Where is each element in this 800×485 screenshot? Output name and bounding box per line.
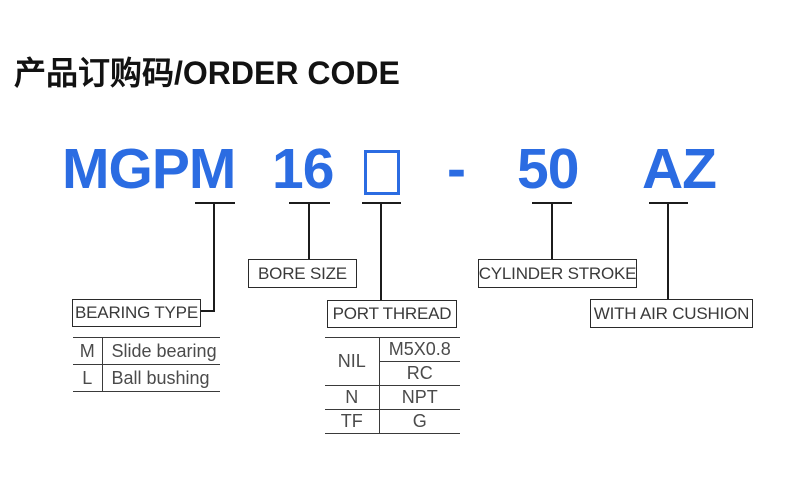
- callout-bore-size: BORE SIZE: [248, 259, 357, 288]
- tick-bearing-type: [195, 202, 235, 204]
- bearing-code-cell: L: [73, 364, 103, 392]
- bearing-type-table: M Slide bearing L Ball bushing: [73, 337, 220, 392]
- table-row: L Ball bushing: [73, 364, 220, 392]
- port-thread-table: NIL M5X0.8 RC N NPT TF G: [325, 337, 460, 434]
- bearing-code-cell: M: [73, 337, 103, 365]
- port-thread-cell: NPT: [379, 385, 460, 410]
- callout-cylinder-stroke: CYLINDER STROKE: [478, 259, 637, 288]
- port-code-cell: N: [325, 385, 380, 410]
- code-segment-bearing-type: MGPM: [62, 137, 236, 201]
- callout-port-thread: PORT THREAD: [327, 300, 457, 328]
- table-row: N NPT: [325, 385, 460, 410]
- line-air-cushion: [667, 202, 669, 300]
- line-cylinder-stroke: [551, 202, 553, 260]
- line-bore-size: [308, 202, 310, 260]
- callout-with-air-cushion-label: WITH AIR CUSHION: [593, 303, 750, 323]
- callout-with-air-cushion: WITH AIR CUSHION: [590, 299, 753, 328]
- table-row: NIL M5X0.8: [325, 337, 460, 386]
- callout-cylinder-stroke-label: CYLINDER STROKE: [478, 263, 637, 283]
- bearing-desc-cell: Slide bearing: [102, 337, 220, 365]
- code-segment-cylinder-stroke: 50: [517, 137, 579, 201]
- code-segment-air-cushion: AZ: [642, 137, 717, 201]
- table-row: TF G: [325, 409, 460, 434]
- code-segment-bore-size: 16: [272, 137, 334, 201]
- line-port-thread: [380, 202, 382, 301]
- bearing-desc-cell: Ball bushing: [102, 364, 220, 392]
- callout-bearing-type-label: BEARING TYPE: [75, 303, 198, 322]
- code-segment-separator: -: [447, 137, 466, 201]
- port-thread-cell: G: [379, 409, 460, 434]
- table-row: RC: [325, 361, 460, 386]
- callout-bearing-type: BEARING TYPE: [72, 299, 201, 327]
- port-code-cell: TF: [325, 409, 380, 434]
- elbow-bearing-type: [200, 310, 215, 312]
- page-title: 产品订购码/ORDER CODE: [14, 55, 400, 91]
- port-thread-cell: M5X0.8: [379, 337, 460, 362]
- callout-port-thread-label: PORT THREAD: [332, 304, 452, 323]
- callout-bore-size-label: BORE SIZE: [258, 263, 347, 283]
- port-thread-cell: RC: [379, 361, 460, 386]
- line-bearing-type: [213, 202, 215, 312]
- port-code-cell: NIL: [325, 337, 380, 386]
- port-thread-blank-box: [364, 150, 400, 195]
- table-row: M Slide bearing: [73, 337, 220, 365]
